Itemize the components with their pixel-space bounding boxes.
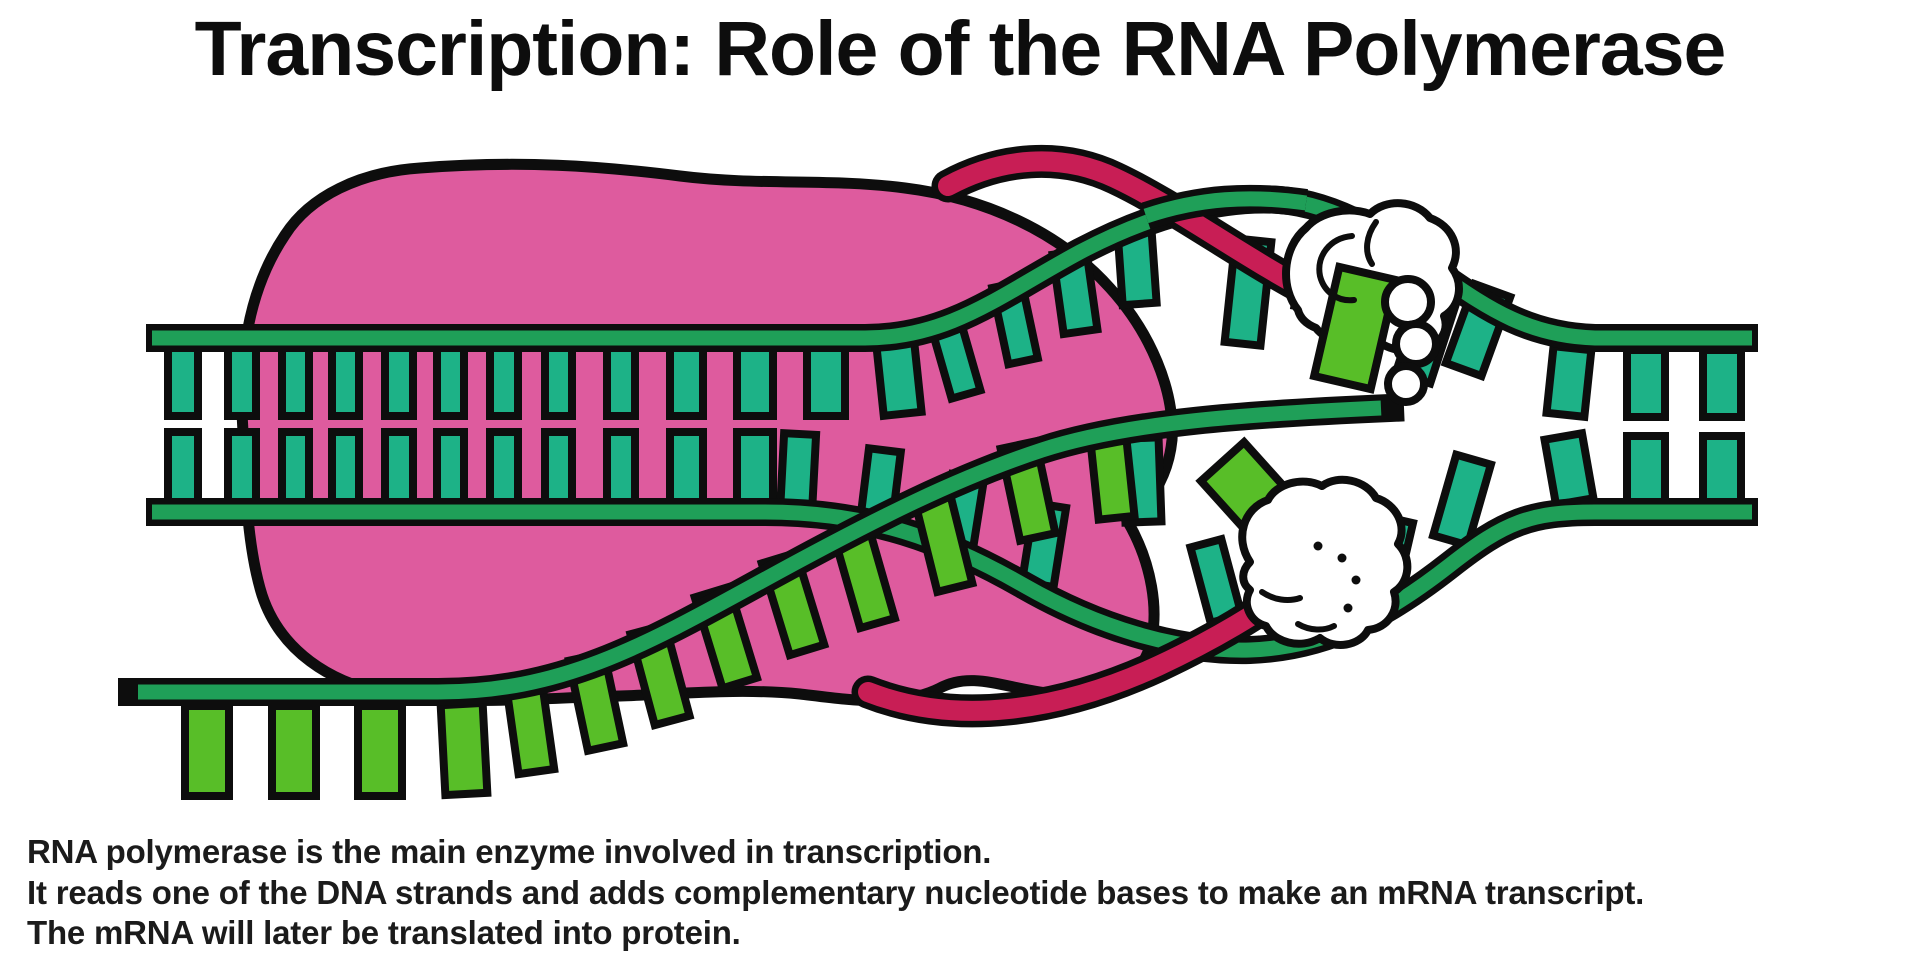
knuckle-dot xyxy=(1351,575,1361,585)
knuckle-dot xyxy=(1337,553,1347,563)
mrna-ribbon-top xyxy=(931,144,1339,315)
upper-hand-finger xyxy=(1392,320,1440,368)
strand-weave-patch xyxy=(1141,184,1308,230)
lower-hand xyxy=(1238,475,1412,649)
knuckle-dot xyxy=(1343,603,1353,613)
caption: RNA polymerase is the main enzyme involv… xyxy=(27,832,1907,954)
caption-line-2: It reads one of the DNA strands and adds… xyxy=(27,873,1645,911)
upper-hand-thumb xyxy=(1316,233,1357,304)
upper-hand xyxy=(1282,199,1463,406)
mrna-strand-fill xyxy=(138,400,1382,700)
dna-base-pair-row-bottom-right xyxy=(1539,428,1745,510)
knuckle-dot xyxy=(1313,541,1323,551)
coding-dna-strand xyxy=(146,185,1758,422)
mrna-strand xyxy=(118,393,1405,800)
upper-hand-finger xyxy=(1384,362,1428,406)
upper-hand-finger xyxy=(1381,275,1435,329)
caption-line-1: RNA polymerase is the main enzyme involv… xyxy=(27,833,992,870)
page-title: Transcription: Role of the RNA Polymeras… xyxy=(194,5,1727,92)
caption-line-3: The mRNA will later be translated into p… xyxy=(27,914,741,951)
dna-base-pair-row-top-left xyxy=(164,337,926,421)
dna-base-pair-row-top-right xyxy=(1542,341,1745,422)
